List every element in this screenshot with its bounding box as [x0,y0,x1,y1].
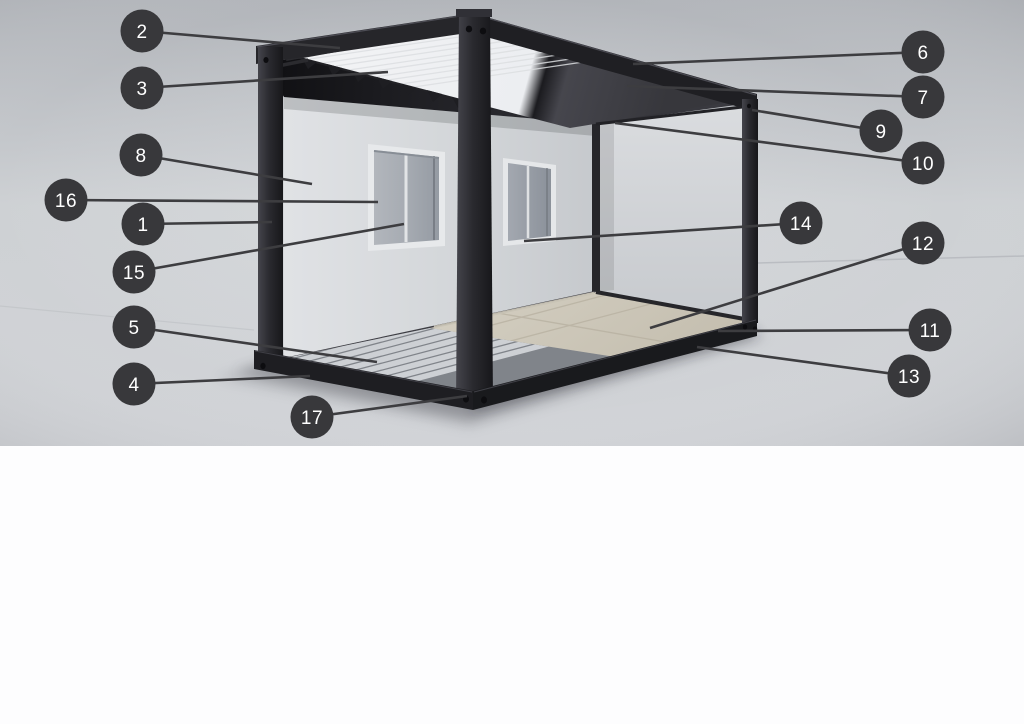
callout-number: 10 [912,154,934,175]
callout-number: 5 [128,318,139,339]
column-front-near [456,12,493,403]
callout-number: 3 [136,79,147,100]
callout-line [140,153,313,186]
bottom-beam-left-highlight [254,350,473,393]
callout-number: 6 [917,43,928,64]
bottom-main-beam-front [473,319,757,410]
callout-number: 17 [301,408,323,429]
callout-number: 16 [55,191,77,212]
callout-circle [121,202,165,246]
frame-bolt-holes [260,25,758,404]
callout-line [632,50,924,66]
callout-number: 15 [123,263,145,284]
callout-circle [901,75,945,119]
column-back-left [258,47,283,366]
callout-line [311,394,468,419]
callout-circle [119,133,163,177]
callout-line [141,70,389,90]
parts-legend: 1.Column, 3mm formed steel 2.Roof main b… [0,446,1024,724]
callout-line [133,325,378,364]
column-right-end [742,99,758,323]
callout-line [133,222,405,274]
callout-circle [901,30,945,74]
callout-number: 7 [917,88,928,109]
callout-circle [120,9,164,53]
right-wall-top-rail [595,104,752,126]
callout-line [142,220,273,226]
callout-circle [44,178,88,222]
callout-circle [290,395,334,439]
bottom-main-beam-left [254,350,473,410]
window-2 [503,158,556,246]
roof-beam-front-highlight [472,13,757,96]
bottom-beam-front-highlight [473,319,757,393]
callout-circle [112,250,156,294]
callout-number: 12 [912,234,934,255]
callout-circle [901,141,945,185]
callout-line [717,328,931,333]
roof-main-beam-left [256,13,474,64]
callout-number: 1 [137,215,148,236]
column-near-top-cap [456,9,492,17]
callout-line [626,84,924,99]
callout-circle [908,308,952,352]
horizon-line-right [757,255,1024,264]
callout-number: 11 [920,321,941,342]
callouts-layer: 2 3 8 16 1 15 5 4 17 6 7 9 10 14 12 11 13 [44,9,952,439]
callout-line [649,241,924,330]
callout-number: 13 [898,367,920,388]
roof-beam-left-highlight [256,13,474,48]
diagram-render: 2 3 8 16 1 15 5 4 17 6 7 9 10 14 12 11 13 [0,0,1024,446]
callout-number: 2 [136,22,147,43]
callout-circle [887,354,931,398]
window-2-glass [508,163,551,241]
callout-number: 9 [875,122,886,143]
callout-line [751,108,882,133]
callout-line [65,198,379,204]
callout-line [523,221,802,243]
callout-circle [779,201,823,245]
callout-line [696,345,910,378]
right-end-wall-panel [596,106,750,320]
back-right-corner-post [592,122,600,292]
callout-circle [120,66,164,110]
callout-number: 8 [135,146,146,167]
window-1 [368,144,445,251]
callout-number: 14 [790,214,812,235]
callout-line [133,374,311,386]
callout-circle [112,305,156,349]
back-wall-ceiling-shadow [284,97,596,136]
callout-line [141,29,341,50]
callout-circle [859,109,903,153]
callout-number: 4 [128,375,139,396]
callout-circle [901,221,945,265]
right-wall-corner-shadow [596,122,614,292]
callout-line [614,121,924,165]
floor-right-edge-rail [595,290,751,322]
window-1-head-shadow [373,150,440,159]
callout-circle [112,362,156,406]
